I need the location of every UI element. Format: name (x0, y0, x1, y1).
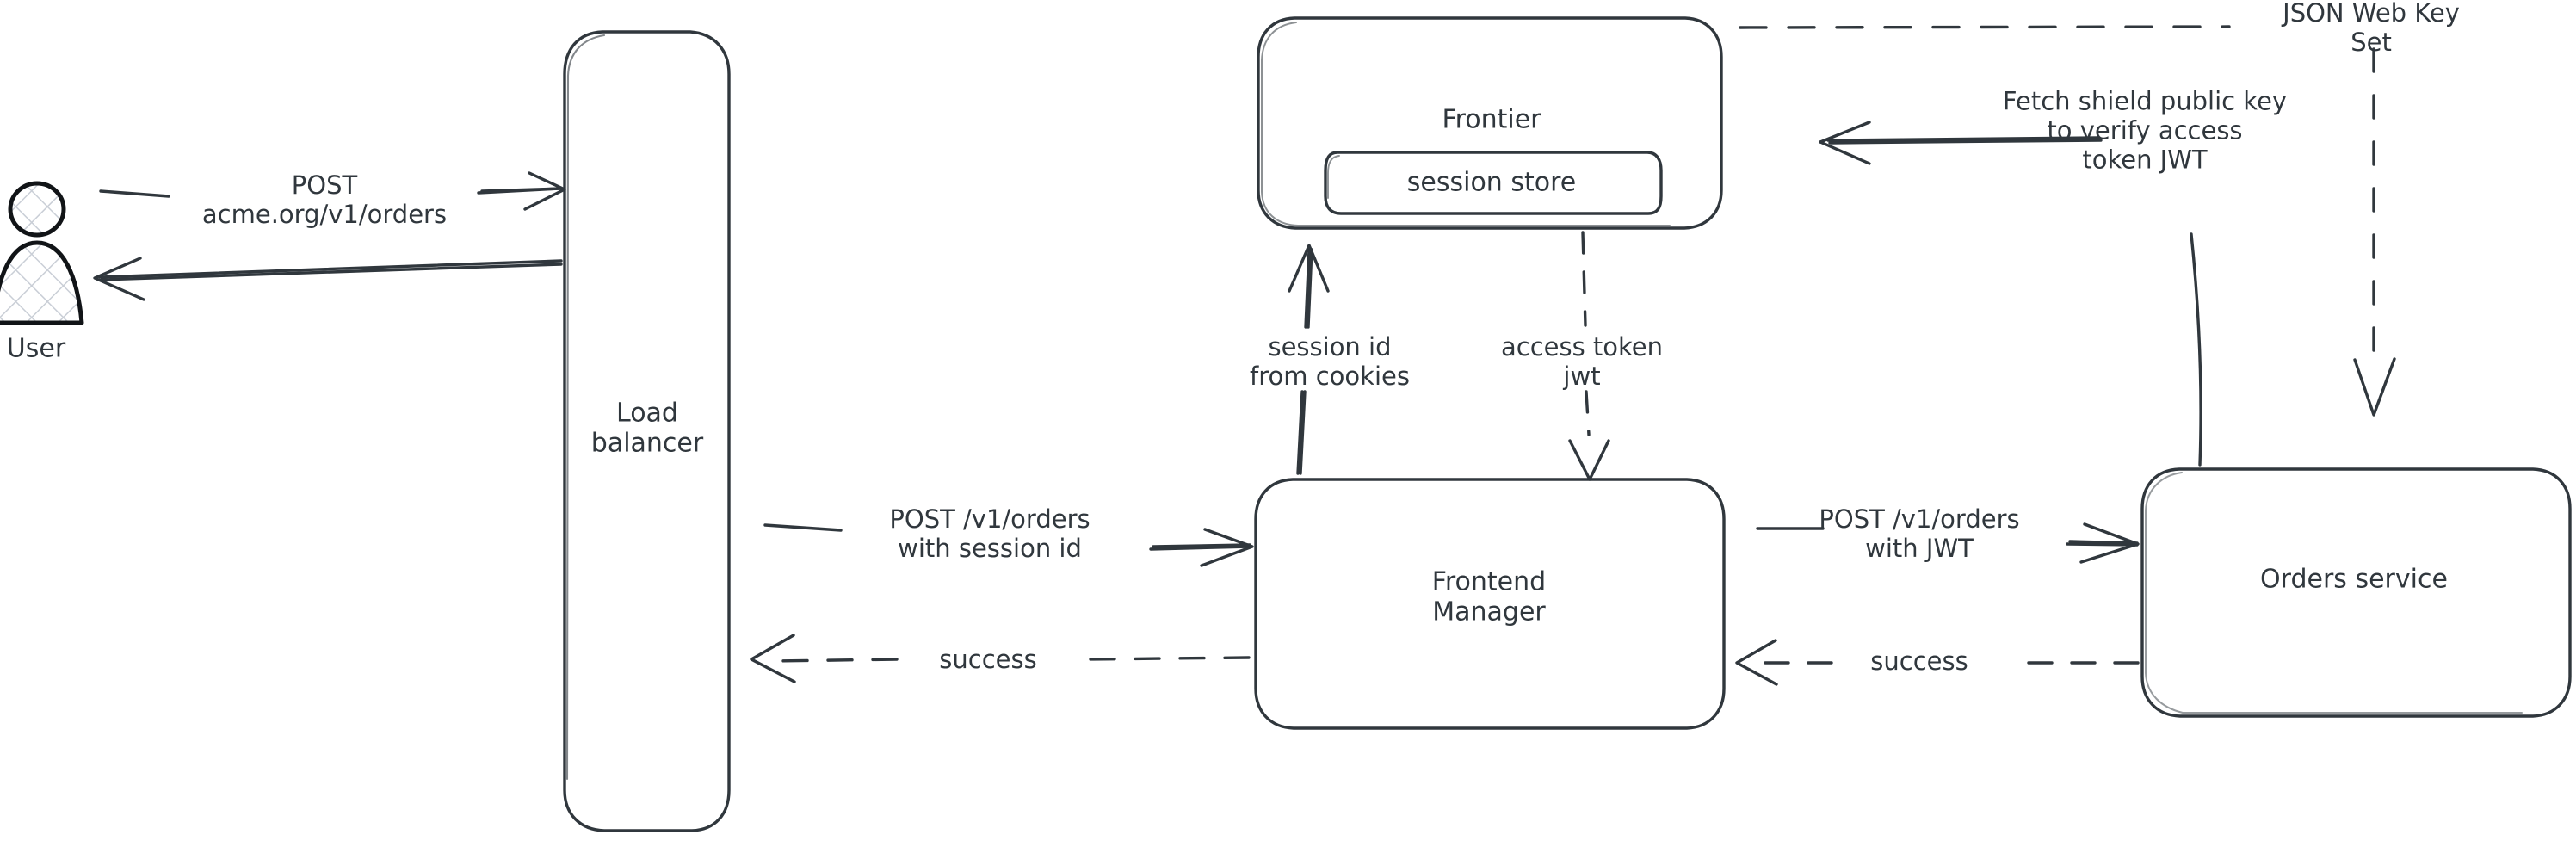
edge-orders-to-fm (1735, 639, 2140, 686)
edge-fm-to-lb (750, 634, 1251, 683)
edge-frontier-to-fm (1568, 231, 1610, 481)
node-load-balancer-shape[interactable] (563, 30, 731, 832)
edge-fm-to-frontier (1288, 244, 1330, 475)
edge-fm-to-orders (1756, 522, 2140, 564)
node-frontend-manager-shape[interactable] (1254, 478, 1726, 730)
edge-orders-to-frontier (1819, 121, 2202, 467)
node-orders-service-shape[interactable] (2140, 467, 2572, 718)
user-actor-icon (0, 181, 84, 325)
edge-jwks-to-orders (1739, 25, 2396, 417)
edge-lb-to-user (93, 257, 563, 301)
edge-lb-to-fm (763, 523, 1254, 567)
node-frontier-shape[interactable] (1257, 16, 1723, 230)
edge-user-to-lb (99, 171, 566, 211)
node-session-store-shape[interactable] (1324, 151, 1663, 215)
